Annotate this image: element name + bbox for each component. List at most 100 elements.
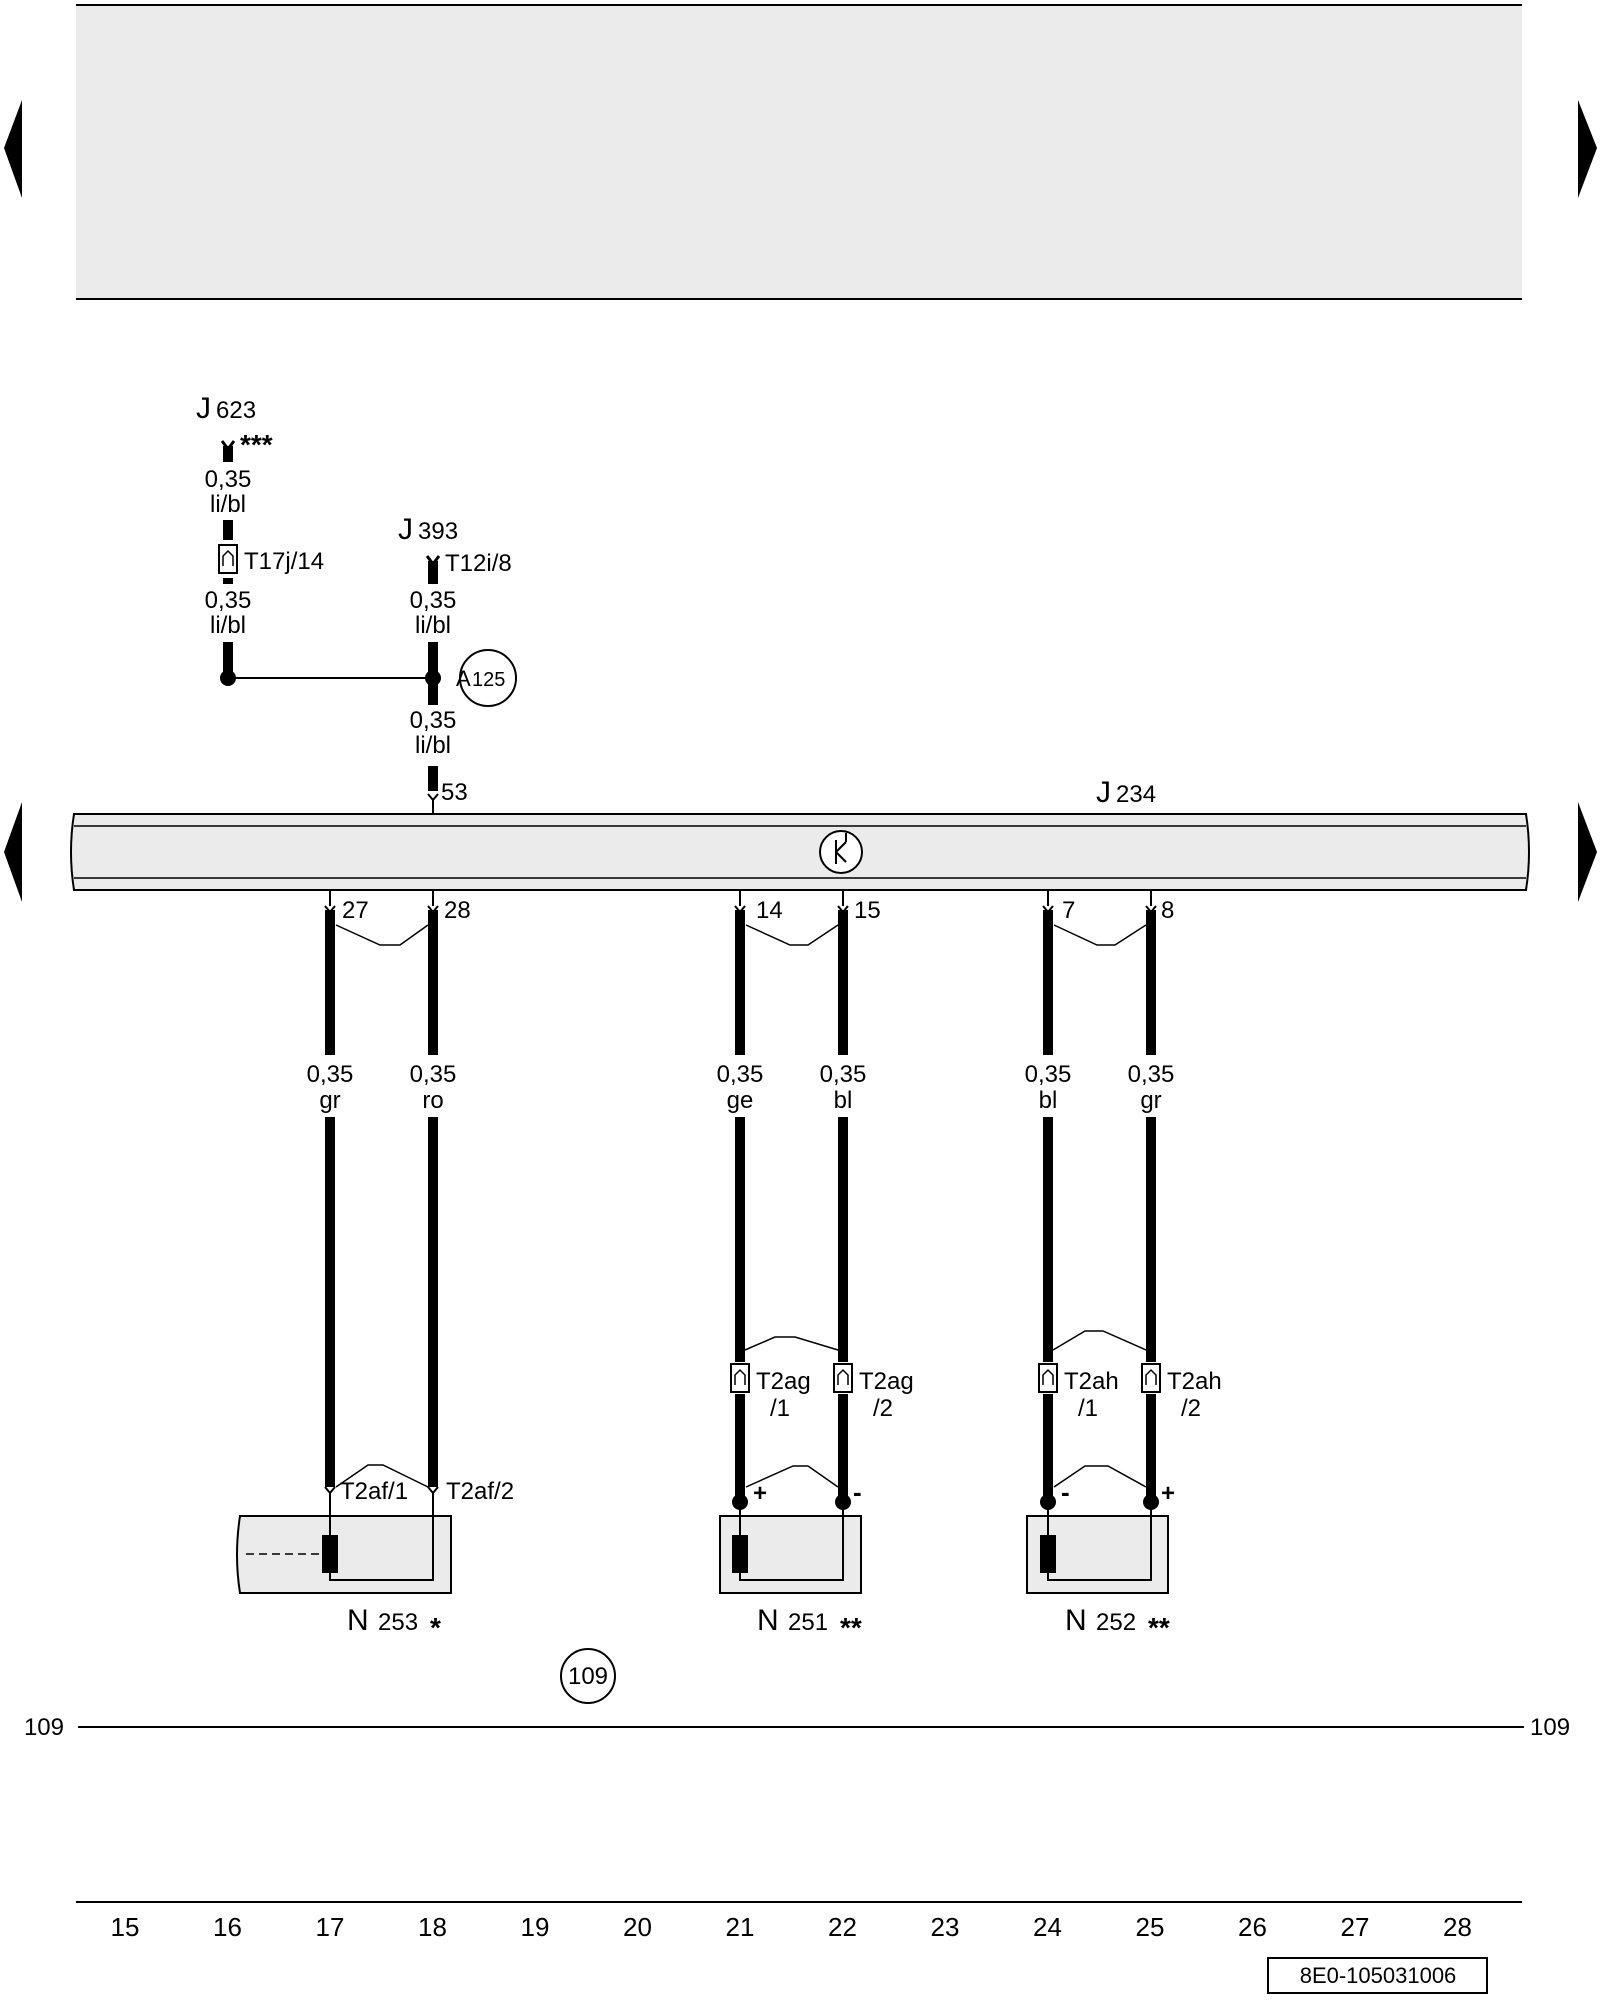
connector-pin-icon	[837, 1368, 849, 1385]
wire-color: gr	[319, 1087, 340, 1114]
n253-number: 253	[378, 1609, 418, 1636]
connector-t2ah-2-pin: /2	[1181, 1395, 1201, 1422]
nav-right-arrow-icon[interactable]	[1578, 802, 1597, 902]
n252-mark: **	[1148, 1612, 1170, 1643]
connector-t2ag-2-pin: /2	[873, 1395, 893, 1422]
ref-109-circle-icon	[560, 1648, 616, 1704]
connector-t2ah-1: T2ah /1	[1038, 1363, 1119, 1422]
twisted-pair-marker	[1052, 1330, 1147, 1351]
n251-polarity-2: -	[853, 1477, 862, 1507]
j234-letter: J	[1096, 776, 1111, 809]
pin-icon	[427, 793, 439, 802]
connector-t2af-2-label: T2af/2	[446, 1478, 514, 1505]
n252-polarity-2: +	[1161, 1480, 1175, 1507]
ref-a125: A 125	[456, 649, 517, 707]
connector-t2ag-2: T2ag /2	[833, 1363, 914, 1422]
wire-color: li/bl	[415, 612, 451, 639]
column-number: 27	[1341, 1912, 1370, 1942]
twisted-pair-marker	[335, 1464, 429, 1488]
wire-color: bl	[834, 1087, 853, 1114]
transistor-symbol-icon	[819, 830, 863, 874]
column-number: 15	[111, 1912, 140, 1942]
connector-t17j: T17j/14	[218, 544, 324, 575]
wire-color: li/bl	[415, 732, 451, 759]
wire-size: 0,35	[410, 587, 457, 614]
n253-body	[236, 1515, 452, 1594]
solenoid-coil-icon	[732, 1535, 748, 1573]
n252-number: 252	[1096, 1609, 1136, 1636]
splice-dot	[425, 670, 441, 686]
ref-109-label: 109	[568, 1663, 608, 1690]
column-number: 20	[623, 1912, 652, 1942]
connector-housing-icon	[1038, 1363, 1058, 1393]
j393-number: 393	[418, 518, 458, 545]
lead	[329, 1493, 434, 1581]
j623-mark: ***	[240, 429, 273, 460]
column-number: 25	[1136, 1912, 1165, 1942]
connector-housing-icon	[833, 1363, 853, 1393]
pin-8: 8	[1161, 897, 1174, 924]
j623-number: 623	[216, 397, 256, 424]
column-number: 26	[1238, 1912, 1267, 1942]
component-j623: J 623 ***	[196, 392, 273, 460]
twisted-pair-marker	[745, 1465, 839, 1488]
solenoid-coil-icon	[322, 1535, 338, 1573]
ground-left-label: 109	[24, 1714, 64, 1741]
nav-right-arrow-icon[interactable]	[1578, 100, 1597, 198]
connector-t2ag-1-pin: /1	[770, 1395, 790, 1422]
n252-polarity-1: -	[1061, 1477, 1070, 1507]
header-panel	[76, 5, 1522, 299]
column-number: 24	[1033, 1912, 1062, 1942]
doc-id-box	[1267, 1957, 1488, 1994]
pin-28: 28	[444, 897, 471, 924]
component-n251: + - N 251 **	[719, 1477, 862, 1643]
wire-size: 0,35	[820, 1061, 867, 1088]
wire-size: 0,35	[410, 1061, 457, 1088]
pin-icon	[427, 1486, 439, 1495]
wire-color: bl	[1039, 1087, 1058, 1114]
nav-left-arrow-icon[interactable]	[4, 802, 22, 902]
column-number: 22	[828, 1912, 857, 1942]
connector-pin-icon	[1145, 1368, 1157, 1385]
wire-color: li/bl	[210, 491, 246, 518]
j234-number: 234	[1116, 781, 1156, 808]
solenoid-coil-icon	[1040, 1535, 1056, 1573]
connector-t2ag-2-label: T2ag	[859, 1368, 914, 1395]
wire-color: li/bl	[210, 612, 246, 639]
twisted-pair-marker	[335, 924, 429, 946]
connector-t2ag-1: T2ag /1	[730, 1363, 811, 1422]
nav-left-arrow-icon[interactable]	[4, 100, 22, 198]
terminal-dot	[1143, 1494, 1159, 1510]
connector-t2ag-1-label: T2ag	[756, 1368, 811, 1395]
doc-id: 8E0-105031006	[1300, 1963, 1457, 1988]
connector-pin-icon	[1042, 1368, 1054, 1385]
twisted-pair-marker	[745, 924, 839, 946]
lead	[1047, 1510, 1152, 1581]
wire-size: 0,35	[1025, 1061, 1072, 1088]
twisted-pair-marker	[1053, 1465, 1147, 1488]
connector-t2af-1-label: T2af/1	[340, 1478, 408, 1505]
column-number: 23	[931, 1912, 960, 1942]
pin-53: 53	[441, 779, 468, 806]
connector-t2ah-2-label: T2ah	[1167, 1368, 1222, 1395]
wire-color: ro	[422, 1087, 443, 1114]
n251-number: 251	[788, 1609, 828, 1636]
component-j393: J 393	[398, 513, 458, 546]
column-number: 19	[521, 1912, 550, 1942]
n251-letter: N	[757, 1604, 779, 1637]
pin-14: 14	[756, 897, 783, 924]
terminal-dot	[1040, 1494, 1056, 1510]
wire-size: 0,35	[307, 1061, 354, 1088]
twisted-pair-marker	[1053, 924, 1147, 946]
wire-size: 0,35	[717, 1061, 764, 1088]
column-number: 21	[726, 1912, 755, 1942]
lead	[739, 1510, 844, 1581]
j234-control-unit-bar	[70, 813, 1530, 891]
pin-7: 7	[1062, 897, 1075, 924]
n252-letter: N	[1065, 1604, 1087, 1637]
twisted-pair-marker	[744, 1336, 839, 1351]
n251-mark: **	[840, 1612, 862, 1643]
connector-pin-icon	[222, 549, 234, 566]
